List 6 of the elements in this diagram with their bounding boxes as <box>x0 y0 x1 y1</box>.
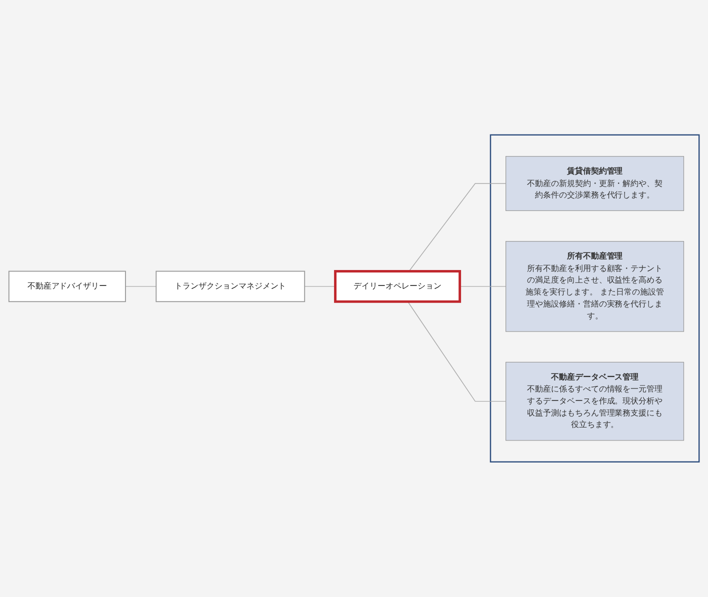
cluster <box>490 134 700 463</box>
connector <box>304 286 336 287</box>
connector <box>407 301 506 402</box>
connector <box>459 286 506 287</box>
connector <box>408 183 506 272</box>
connector <box>125 286 157 287</box>
